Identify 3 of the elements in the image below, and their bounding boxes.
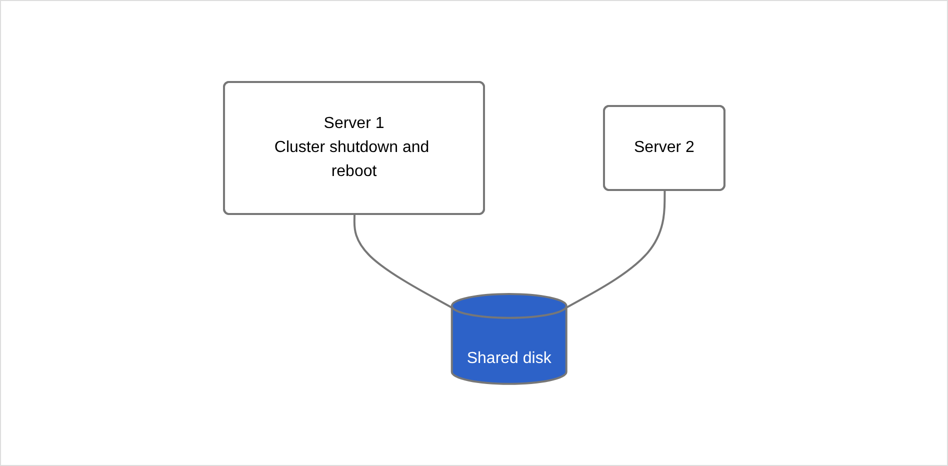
node-text: Server 1 Cluster shutdown and reboot xyxy=(274,115,429,180)
connector xyxy=(566,190,666,309)
connector xyxy=(353,214,452,309)
